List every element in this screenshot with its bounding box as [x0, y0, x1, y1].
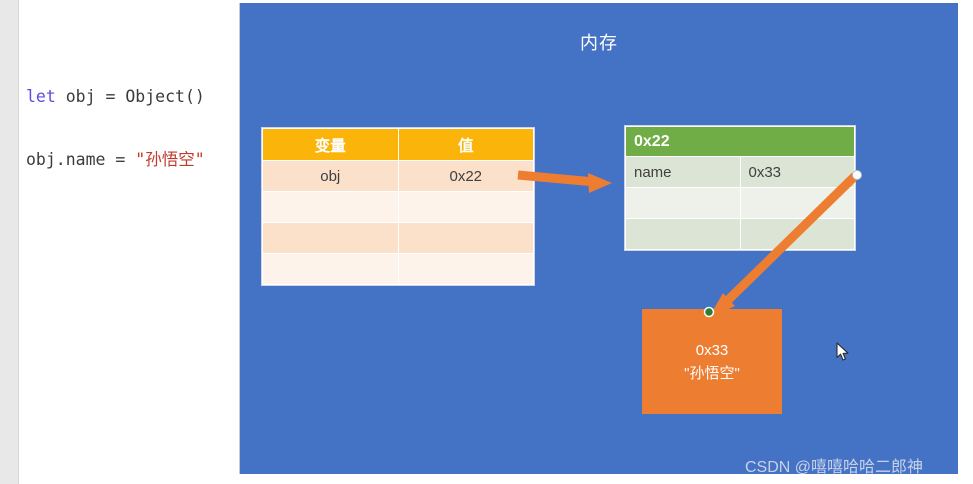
code-text: obj = Object()	[65, 87, 205, 106]
code-text: obj.name =	[26, 150, 136, 169]
table-row	[626, 188, 854, 218]
object-property-cell	[626, 219, 740, 249]
variable-value-cell	[398, 223, 533, 253]
variable-name-cell: obj	[263, 161, 398, 191]
code-block[interactable]: let obj = Object() obj.name = "孙悟空"	[26, 44, 205, 212]
variable-table-header-value: 值	[398, 129, 533, 160]
code-string: "孙悟空"	[135, 150, 205, 169]
variable-value-cell: 0x22	[398, 161, 533, 191]
variable-value-cell	[398, 192, 533, 222]
code-keyword: let	[26, 87, 66, 106]
watermark: CSDN @嘻嘻哈哈二郎神	[745, 459, 924, 476]
variable-name-cell	[263, 192, 398, 222]
table-header-row: 变量 值	[263, 129, 533, 160]
page-title: 内存	[580, 33, 618, 53]
variable-name-cell	[263, 254, 398, 284]
code-line-1: let obj = Object()	[26, 86, 205, 107]
object-value-cell	[740, 188, 854, 218]
variable-table-header-variable: 变量	[263, 129, 398, 160]
table-header-row: 0x22	[626, 127, 854, 156]
string-box-value: "孙悟空"	[684, 364, 740, 382]
table-row	[263, 254, 533, 284]
object-value-cell	[740, 219, 854, 249]
editor-gutter	[0, 0, 19, 484]
code-editor-pane: let obj = Object() obj.name = "孙悟空"	[0, 0, 240, 484]
mouse-cursor	[836, 342, 849, 361]
variable-value-cell	[398, 254, 533, 284]
string-value-box: 0x33 "孙悟空"	[642, 309, 782, 414]
table-row	[626, 219, 854, 249]
table-row: obj 0x22	[263, 161, 533, 191]
table-row: name 0x33	[626, 157, 854, 187]
table-row	[263, 223, 533, 253]
code-line-2: obj.name = "孙悟空"	[26, 149, 205, 170]
variable-name-cell	[263, 223, 398, 253]
string-box-address: 0x33	[695, 341, 729, 359]
object-value-cell: 0x33	[740, 157, 854, 187]
object-property-cell: name	[626, 157, 740, 187]
table-row	[263, 192, 533, 222]
object-property-cell	[626, 188, 740, 218]
object-table: 0x22 name 0x33	[624, 125, 856, 251]
memory-diagram-panel: 内存 变量 值 obj 0x22 0x22 name 0x33	[240, 3, 958, 476]
object-table-address-header: 0x22	[626, 127, 854, 156]
variable-table: 变量 值 obj 0x22	[261, 127, 535, 286]
